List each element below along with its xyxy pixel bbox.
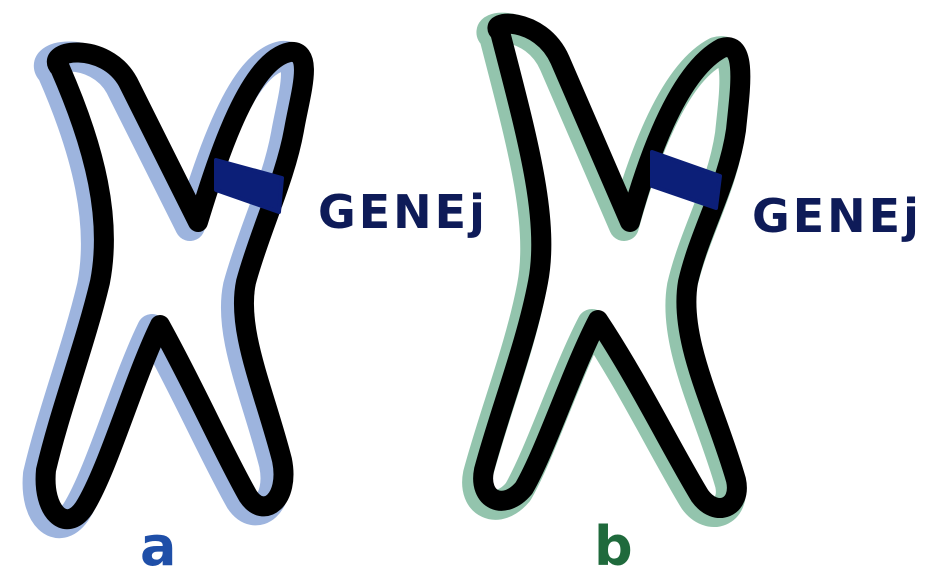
gene-band-a xyxy=(214,158,284,214)
chromosome-a-label: a xyxy=(140,515,176,578)
gene-band-b xyxy=(650,150,722,210)
gene-label-b: GENEj xyxy=(752,189,922,243)
gene-label-a: GENEj xyxy=(318,185,488,239)
chromosome-b xyxy=(462,12,751,527)
chromosome-a xyxy=(22,41,314,539)
chromosome-b-label: b xyxy=(594,515,633,578)
chromosome-b-outline xyxy=(473,13,751,518)
chromosome-a-outline xyxy=(35,42,314,530)
